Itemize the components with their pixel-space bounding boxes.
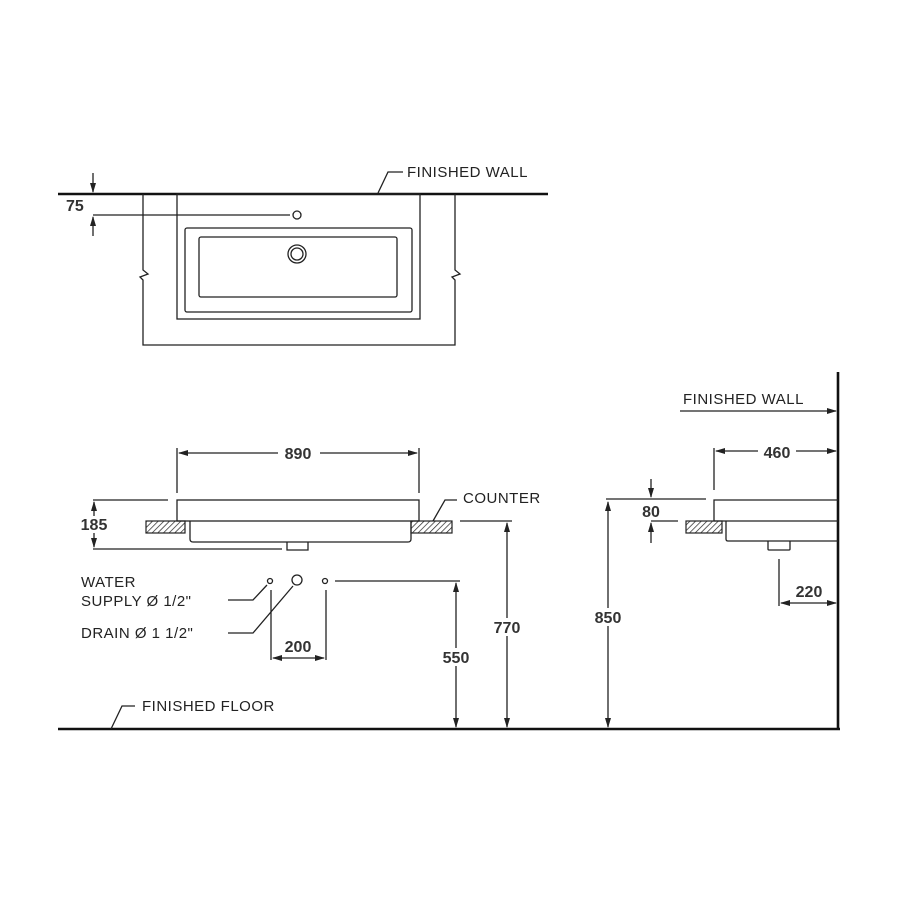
side-sink-bowl	[725, 521, 838, 542]
dim-460-label: 460	[764, 445, 791, 462]
water-label: WATER	[81, 574, 136, 591]
water-supply-right-icon	[321, 577, 329, 585]
side-finished-wall-label: FINISHED WALL	[683, 391, 804, 408]
water-supply-left-icon	[266, 577, 274, 585]
dim-890-bg	[278, 443, 320, 461]
dim-770-label: 770	[494, 620, 521, 637]
side-view: FINISHED WALL 460 80 850 220	[589, 372, 840, 730]
drain-inner-icon	[290, 247, 304, 261]
counter-left	[145, 520, 186, 534]
side-counter	[685, 520, 723, 534]
drain-outer-icon	[287, 244, 307, 264]
supply-leader	[228, 584, 268, 601]
counter-right	[410, 520, 453, 534]
side-sink-top	[713, 499, 838, 522]
wall-leader	[377, 171, 403, 194]
cabinet-outline	[138, 194, 462, 346]
dim-185-label: 185	[81, 517, 108, 534]
sink-outer-outline	[176, 193, 421, 320]
drain-stub	[286, 542, 309, 551]
finished-wall-label: FINISHED WALL	[407, 164, 528, 181]
dim-200-label: 200	[285, 639, 312, 656]
dim-850-label: 850	[595, 610, 622, 627]
counter-label: COUNTER	[463, 490, 541, 507]
tap-hole-icon	[292, 210, 302, 220]
supply-label: SUPPLY Ø 1/2"	[81, 593, 192, 610]
finished-floor-label: FINISHED FLOOR	[142, 698, 275, 715]
side-drain-stub	[767, 541, 791, 551]
dim-460-bg	[758, 442, 796, 460]
sink-top-slab	[176, 499, 420, 522]
drain-label: DRAIN Ø 1 1/2"	[81, 625, 193, 642]
top-view: FINISHED WALL 75	[58, 164, 548, 346]
dim-890-label: 890	[285, 446, 312, 463]
drain-leader	[228, 585, 294, 634]
dim-220-label: 220	[796, 584, 823, 601]
dim-770-bg	[488, 618, 526, 636]
front-view: 890 COUNTER 185 770 550 200 WATER SUPPLY…	[58, 443, 840, 731]
floor-leader	[110, 705, 135, 730]
dim-75-label: 75	[66, 198, 84, 215]
counter-leader	[432, 499, 457, 522]
sink-bowl	[189, 521, 412, 543]
sink-rim	[184, 227, 413, 313]
dim-185-bg	[76, 516, 112, 533]
dim-80-label: 80	[642, 504, 660, 521]
dim-850-bg	[589, 608, 627, 626]
sink-basin	[198, 236, 398, 298]
dim-550-label: 550	[443, 650, 470, 667]
dim-550-bg	[437, 648, 475, 666]
drain-pipe-icon	[291, 574, 303, 586]
